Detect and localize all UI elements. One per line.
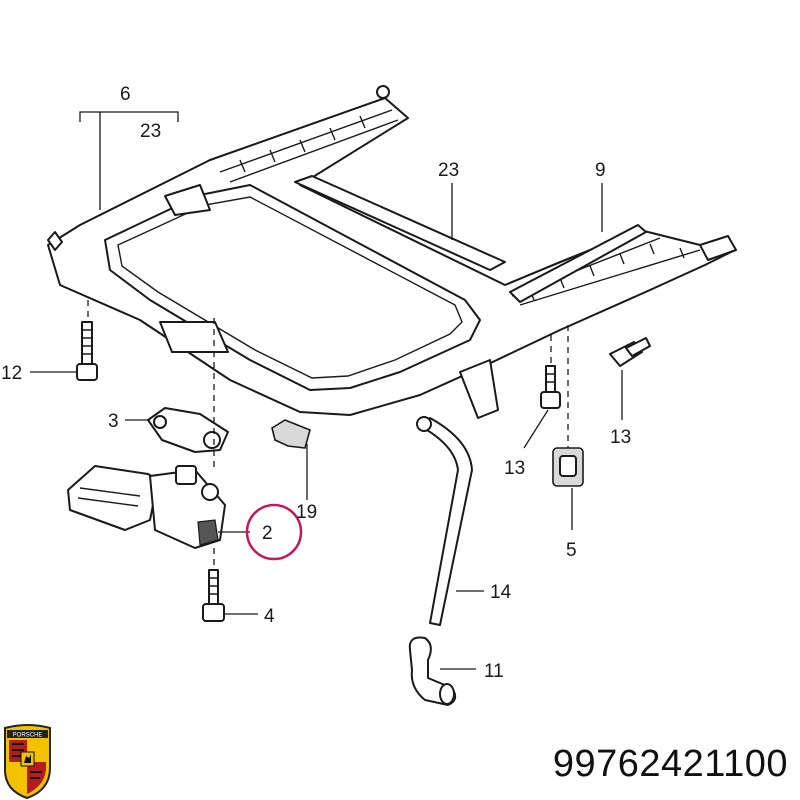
callout-13-right: 13 <box>610 427 631 448</box>
clip-19 <box>271 419 311 449</box>
callout-23-seal: 23 <box>438 160 459 181</box>
sunroof-motor <box>67 465 226 549</box>
part-number: 99762421100 <box>552 743 788 785</box>
callout-19: 19 <box>296 502 317 523</box>
seal-strip <box>294 175 506 271</box>
callout-13-left: 13 <box>504 458 525 479</box>
bolt-4 <box>202 569 225 622</box>
callout-4: 4 <box>264 606 275 627</box>
nut-clip <box>552 447 584 487</box>
logo-text: PORSCHE <box>13 733 43 739</box>
sunroof-frame <box>47 85 737 419</box>
callout-labels: 6 23 23 9 12 3 19 2 13 13 5 14 4 11 <box>1 84 631 682</box>
bolt-13-right <box>609 337 651 367</box>
leader-lines <box>30 111 623 670</box>
callout-3: 3 <box>108 411 119 432</box>
guide-rail <box>509 224 647 303</box>
callout-9: 9 <box>595 160 606 181</box>
highlight-circle <box>245 503 303 561</box>
callout-12: 12 <box>1 363 22 384</box>
bolt-13-left <box>540 365 561 409</box>
assembly-lines <box>87 300 569 570</box>
callout-23-top: 23 <box>140 121 161 142</box>
callout-14: 14 <box>490 582 512 603</box>
callout-5: 5 <box>566 540 577 561</box>
callout-11: 11 <box>484 661 504 682</box>
bolt-12 <box>76 321 98 381</box>
hose-elbow <box>408 636 457 706</box>
porsche-crest-logo: PORSCHE <box>3 724 51 800</box>
callout-2: 2 <box>262 523 273 544</box>
mounting-plate <box>147 407 229 453</box>
callout-6: 6 <box>120 84 131 105</box>
drain-hose <box>416 416 473 626</box>
